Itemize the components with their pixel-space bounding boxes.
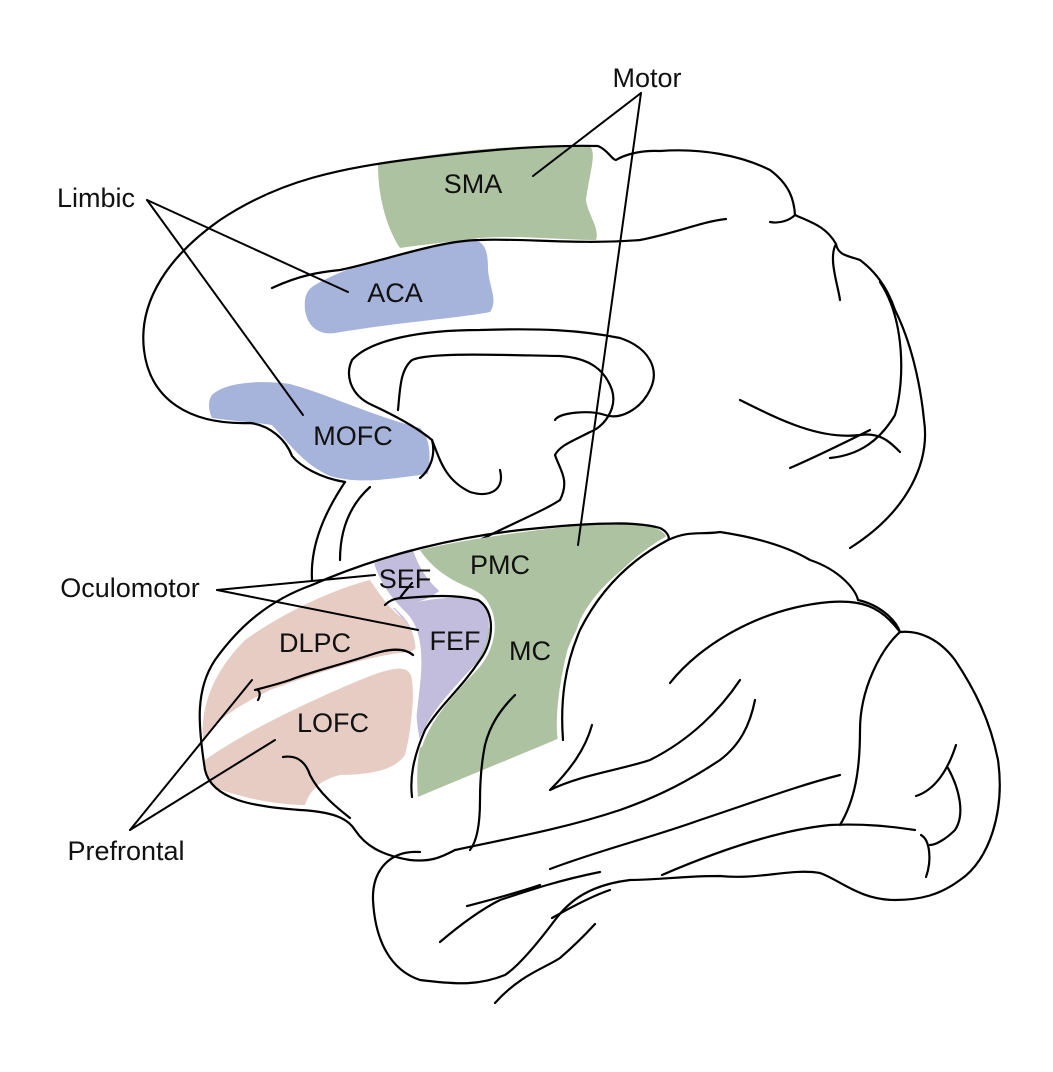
brainstem-left — [310, 480, 347, 582]
fornix — [396, 353, 615, 542]
parieto-occipital — [831, 242, 842, 302]
arcuate-spur — [398, 581, 414, 600]
leader-limbic-aca — [146, 199, 349, 293]
gap-prefrontal-oculomotor — [369, 562, 422, 793]
region-aca-fill — [304, 240, 494, 334]
region-mofc-fill — [209, 382, 430, 481]
label-lofc: LOFC — [297, 708, 369, 738]
category-oculomotor: Oculomotor — [60, 573, 200, 603]
medial-hemisphere — [142, 144, 927, 582]
leader-limbic-mofc — [146, 199, 304, 416]
leader-motor-pmc — [577, 92, 642, 546]
label-sma: SMA — [444, 169, 503, 199]
region-labels: SMA ACA MOFC PMC SEF FEF MC DLPC LOFC — [279, 169, 551, 738]
label-dlpc: DLPC — [279, 628, 351, 658]
orbital-contour — [281, 755, 352, 820]
occipital-sulcus-2 — [928, 766, 962, 847]
label-mofc: MOFC — [313, 421, 392, 451]
label-pmc: PMC — [470, 550, 530, 580]
gap-sef-pmc — [412, 545, 445, 593]
sulcus-right-top — [768, 213, 797, 224]
arcuate-sulcus — [383, 594, 493, 799]
lower-sulcus — [788, 428, 872, 470]
region-lofc-fill — [205, 668, 413, 805]
corpus-callosum-inner — [430, 438, 503, 496]
leader-motor-sma — [532, 92, 642, 177]
leader-prefrontal-dlpc — [129, 679, 253, 831]
temporal-lower-sulcus-1 — [438, 870, 602, 944]
lateral-hemisphere — [198, 522, 1001, 1005]
intraparietal — [668, 600, 902, 685]
frontal-pole-outline — [198, 583, 457, 862]
region-sma-fill — [378, 145, 597, 248]
cingulate-sulcus — [270, 217, 728, 290]
leader-prefrontal-lofc — [129, 739, 276, 831]
medial-outline — [142, 144, 927, 550]
sts — [660, 823, 917, 877]
brainstem-right — [338, 485, 372, 562]
category-motor: Motor — [612, 63, 681, 93]
central-sulcus-2 — [561, 538, 670, 742]
temporal-lower-sulcus-4 — [550, 888, 612, 920]
leader-lines — [129, 92, 642, 831]
region-pmc-fill — [417, 522, 668, 797]
corpus-callosum-outer — [347, 328, 655, 480]
temporal-lower-sulcus-2 — [465, 883, 542, 908]
calcarine-inner — [828, 280, 903, 460]
lunate — [838, 630, 902, 827]
sylvian-lower — [548, 678, 742, 792]
occipital-sulcus-1 — [914, 743, 958, 798]
central-sulcus — [468, 693, 517, 852]
temporal-lower-sulcus-3 — [493, 922, 597, 1005]
occipital-sulcus-3 — [919, 833, 931, 879]
principal-sulcus — [253, 648, 415, 702]
category-labels: Motor Limbic Oculomotor Prefrontal — [57, 63, 682, 866]
category-prefrontal: Prefrontal — [67, 836, 184, 866]
label-aca: ACA — [367, 278, 423, 308]
superior-temporal — [548, 773, 842, 871]
leader-oculomotor-fef — [216, 589, 419, 631]
region-sef-fill — [372, 548, 440, 607]
category-limbic: Limbic — [57, 183, 135, 213]
lateral-outline — [310, 522, 1001, 985]
leader-oculomotor-sef — [216, 574, 376, 591]
label-fef: FEF — [430, 626, 481, 656]
sylvian-upper — [453, 698, 757, 852]
label-sef: SEF — [379, 564, 432, 594]
label-mc: MC — [509, 636, 551, 666]
calcarine-sulcus — [738, 398, 902, 454]
